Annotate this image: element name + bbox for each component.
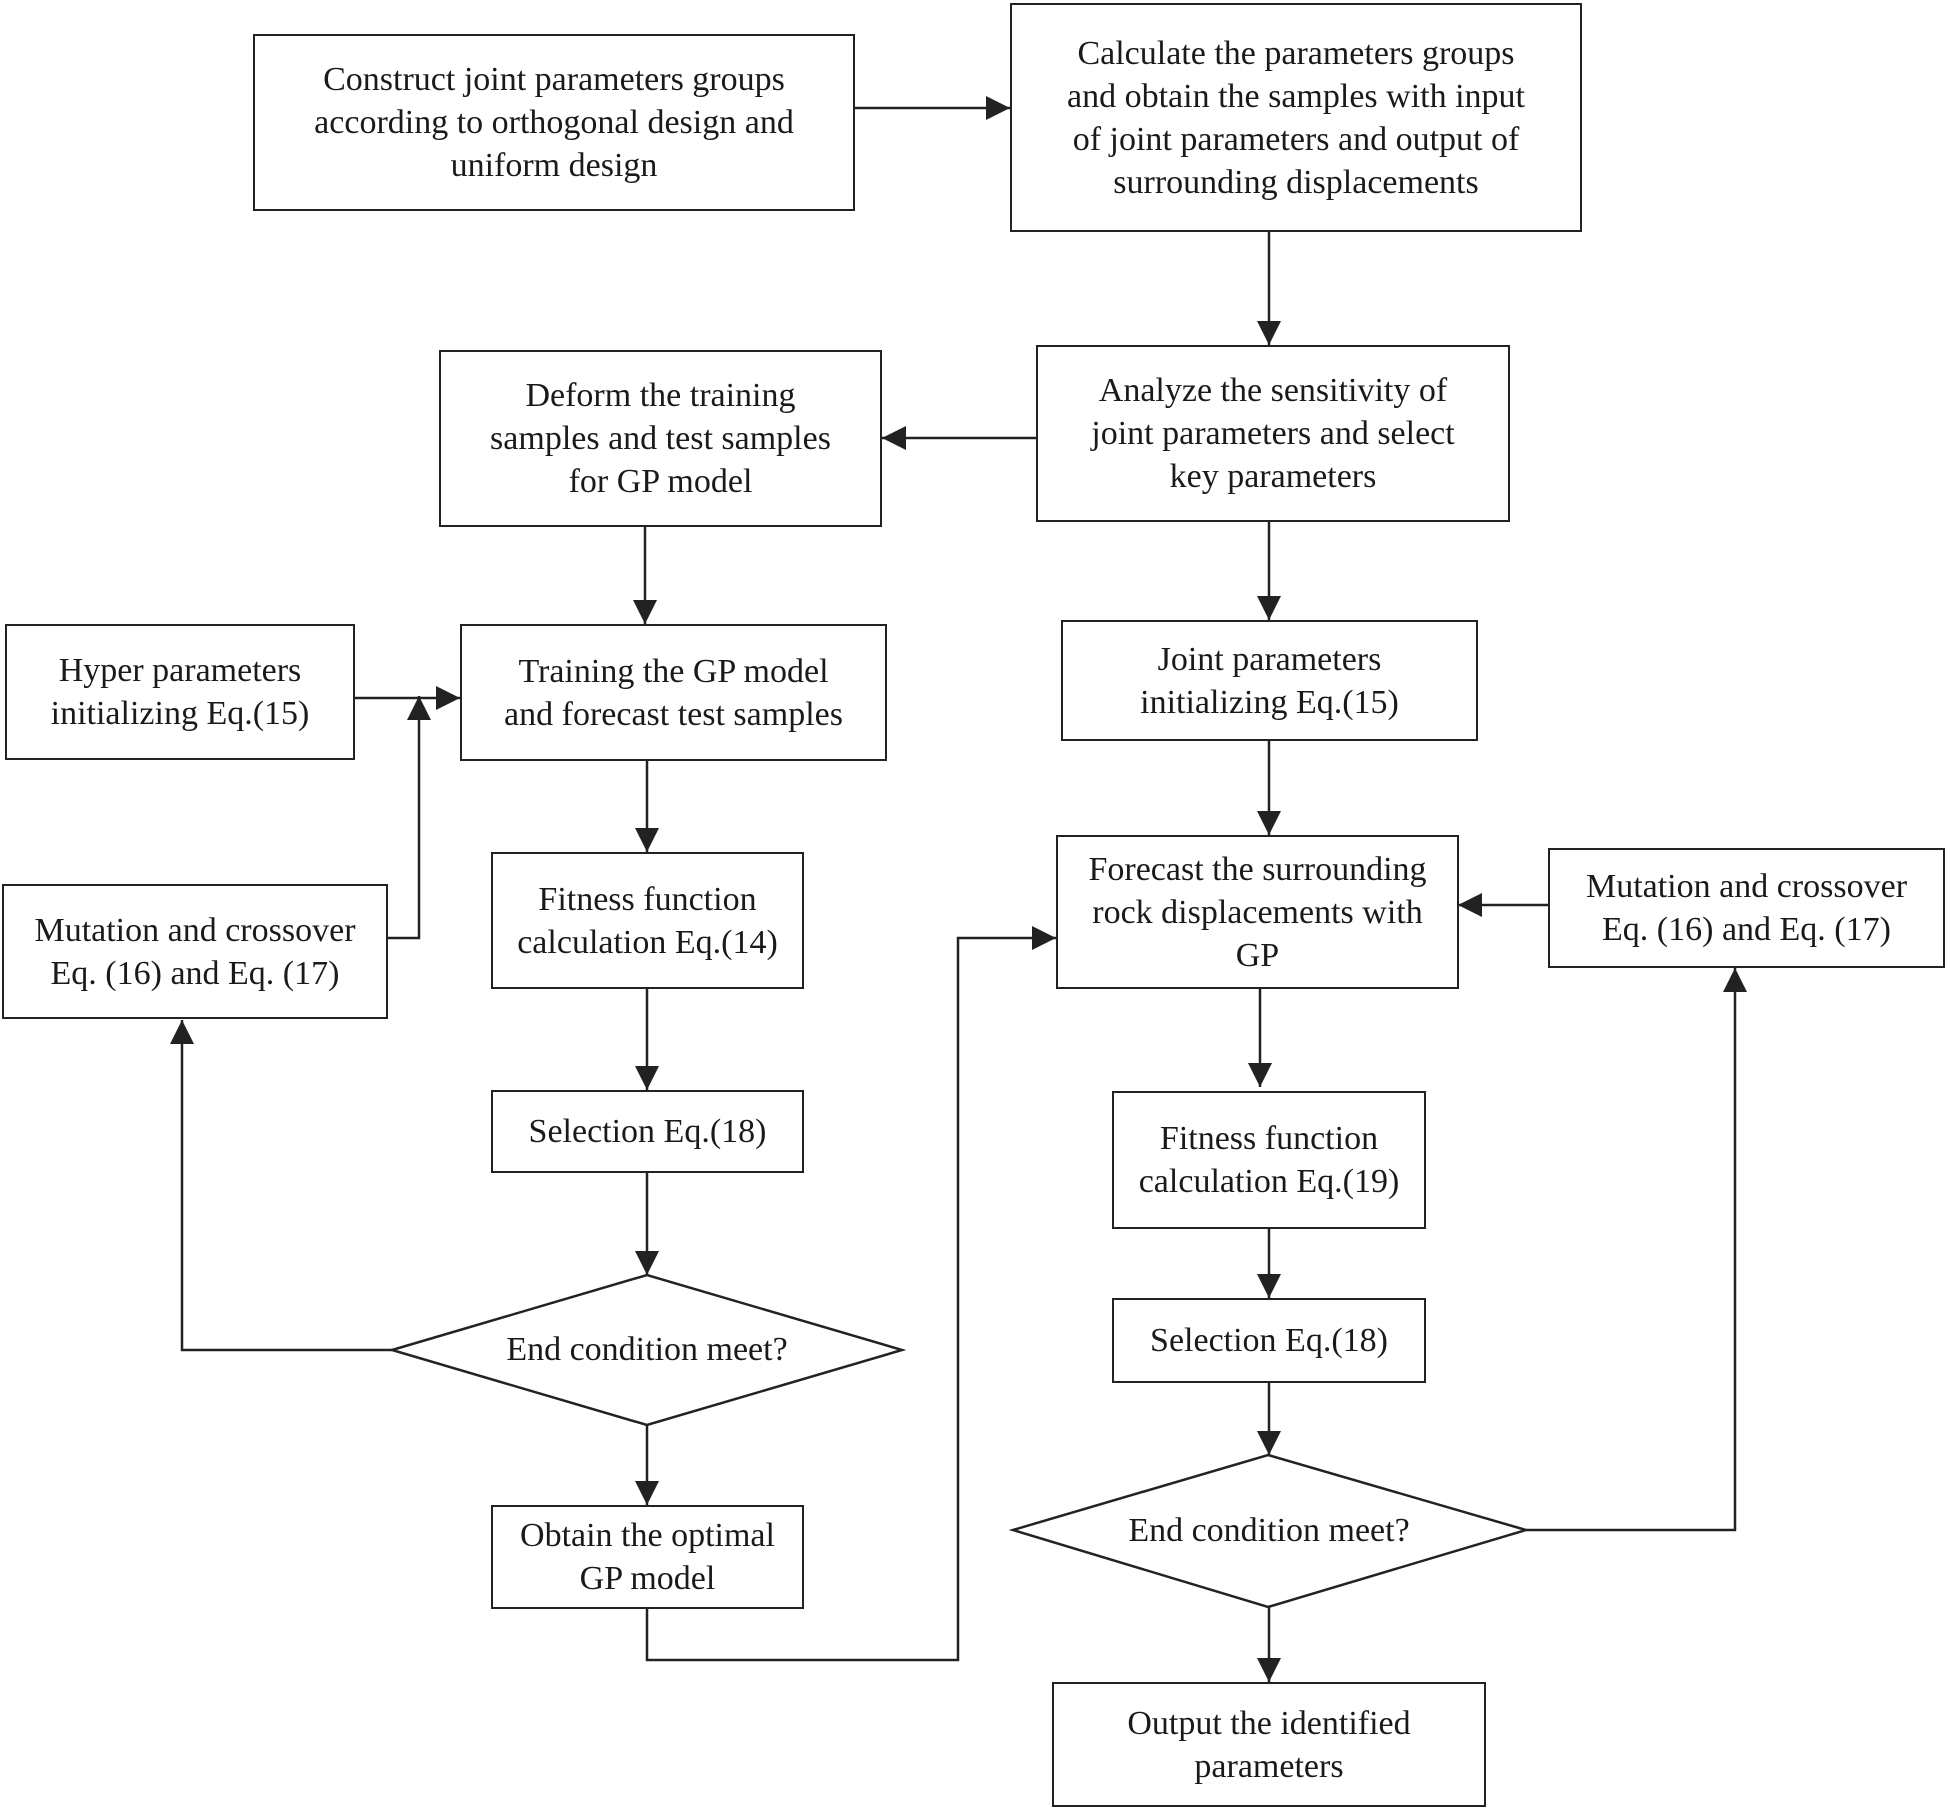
calculate-samples-box: Calculate the parameters groups and obta… <box>1010 3 1582 232</box>
training-gp-box: Training the GP model and forecast test … <box>460 624 887 761</box>
end-condition-left-label: End condition meet? <box>506 1331 788 1368</box>
mutation-crossover-left-text: Mutation and crossover Eq. (16) and Eq. … <box>34 911 356 992</box>
forecast-displacements-box: Forecast the surrounding rock displaceme… <box>1056 835 1459 989</box>
forecast-displacements-text: Forecast the surrounding rock displaceme… <box>1088 850 1427 974</box>
arrow-optimal-to-forecast <box>645 926 1056 1662</box>
training-gp-text: Training the GP model and forecast test … <box>504 652 843 733</box>
mutation-crossover-right-box: Mutation and crossover Eq. (16) and Eq. … <box>1548 848 1945 968</box>
selection-left-box: Selection Eq.(18) <box>491 1090 804 1173</box>
deform-samples-box: Deform the training samples and test sam… <box>439 350 882 527</box>
mutation-crossover-left-box: Mutation and crossover Eq. (16) and Eq. … <box>2 884 388 1019</box>
hyper-parameters-box: Hyper parameters initializing Eq.(15) <box>5 624 355 760</box>
arrow-end-left-to-mutation-left <box>170 1020 392 1352</box>
arrow-mutation-left-to-training <box>387 696 431 940</box>
selection-right-box: Selection Eq.(18) <box>1112 1298 1426 1383</box>
hyper-parameters-text: Hyper parameters initializing Eq.(15) <box>50 652 310 732</box>
construct-parameters-box: Construct joint parameters groups accord… <box>253 34 855 211</box>
joint-init-box: Joint parameters initializing Eq.(15) <box>1061 620 1478 741</box>
mutation-crossover-right-text: Mutation and crossover Eq. (16) and Eq. … <box>1585 868 1908 948</box>
selection-left-text: Selection Eq.(18) <box>528 1113 767 1150</box>
fitness-left-text: Fitness function calculation Eq.(14) <box>517 880 778 961</box>
selection-right-text: Selection Eq.(18) <box>1150 1322 1388 1359</box>
obtain-optimal-gp-box: Obtain the optimal GP model <box>491 1505 804 1609</box>
joint-init-text: Joint parameters initializing Eq.(15) <box>1140 640 1399 721</box>
deform-samples-text: Deform the training samples and test sam… <box>490 377 831 500</box>
arrow-end-right-to-mutation-right <box>1526 968 1747 1532</box>
end-condition-left-diamond <box>387 1273 907 1427</box>
fitness-right-text: Fitness function calculation Eq.(19) <box>1138 1120 1400 1200</box>
obtain-optimal-gp-text: Obtain the optimal GP model <box>520 1517 775 1597</box>
analyze-sensitivity-text: Analyze the sensitivity of joint paramet… <box>1091 372 1455 495</box>
output-parameters-text: Output the identified parameters <box>1127 1704 1411 1785</box>
fitness-left-box: Fitness function calculation Eq.(14) <box>491 852 804 989</box>
construct-parameters-text: Construct joint parameters groups accord… <box>314 61 794 184</box>
fitness-right-box: Fitness function calculation Eq.(19) <box>1112 1091 1426 1229</box>
calculate-samples-text: Calculate the parameters groups and obta… <box>1067 34 1525 201</box>
output-parameters-box: Output the identified parameters <box>1052 1682 1486 1807</box>
analyze-sensitivity-box: Analyze the sensitivity of joint paramet… <box>1036 345 1510 522</box>
end-condition-right-label: End condition meet? <box>1128 1512 1410 1549</box>
